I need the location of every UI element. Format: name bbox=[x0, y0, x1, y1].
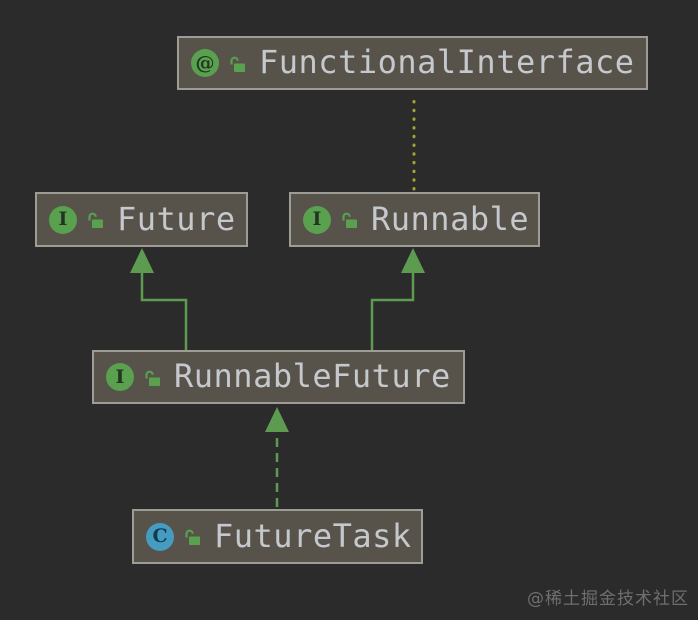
public-unlocked-icon bbox=[185, 529, 200, 545]
edge-runnablefuture-to-future bbox=[140, 271, 188, 350]
watermark: @稀土掘金技术社区 bbox=[527, 589, 689, 609]
class-icon: C bbox=[146, 522, 174, 551]
node-futuretask[interactable]: C FutureTask bbox=[132, 509, 423, 564]
arrowhead-to-runnable bbox=[401, 248, 425, 273]
node-label: FutureTask bbox=[214, 516, 412, 555]
public-unlocked-icon bbox=[145, 370, 160, 386]
public-unlocked-icon bbox=[342, 212, 357, 228]
public-unlocked-icon bbox=[88, 212, 103, 228]
node-future[interactable]: I Future bbox=[35, 192, 248, 247]
public-unlocked-icon bbox=[230, 56, 245, 72]
node-label: Runnable bbox=[371, 199, 530, 238]
node-label: Future bbox=[117, 199, 236, 238]
edge-runnablefuture-to-runnable bbox=[370, 271, 415, 350]
node-runnable[interactable]: I Runnable bbox=[289, 192, 540, 247]
annotation-icon: @ bbox=[191, 49, 219, 77]
node-functionalinterface[interactable]: @ FunctionalInterface bbox=[177, 36, 648, 90]
node-runnablefuture[interactable]: I RunnableFuture bbox=[92, 350, 465, 404]
node-label: RunnableFuture bbox=[174, 357, 451, 395]
arrowhead-to-future bbox=[130, 248, 154, 273]
interface-icon: I bbox=[303, 205, 331, 234]
interface-icon: I bbox=[49, 205, 77, 234]
node-label: FunctionalInterface bbox=[259, 43, 635, 81]
interface-icon: I bbox=[106, 363, 134, 391]
arrowhead-to-runnablefuture bbox=[265, 407, 289, 432]
